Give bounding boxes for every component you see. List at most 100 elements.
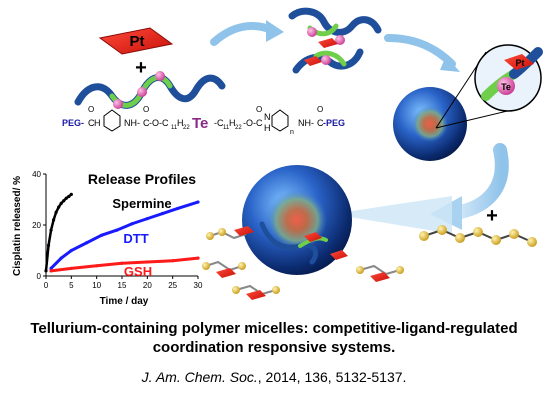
formula-o-top-far-right: O — [317, 105, 323, 114]
x-tick-label: 30 — [194, 281, 203, 290]
te-site — [113, 99, 123, 109]
complex-pt — [216, 268, 236, 278]
complex-atom — [218, 228, 226, 236]
complex-atom — [206, 232, 214, 240]
data-point-dtt — [49, 266, 53, 270]
ligand-atom — [455, 233, 465, 243]
micelle-small — [393, 87, 467, 161]
formula-sub-11-right: 11 — [223, 125, 230, 131]
ligand-atom — [437, 225, 447, 235]
formula-o-left: O — [88, 105, 94, 114]
complex-chain — [359, 264, 401, 276]
x-tick-label: 10 — [92, 281, 101, 290]
data-point-gsh — [171, 259, 175, 263]
y-tick-label: 40 — [32, 170, 41, 179]
complex-atom — [232, 286, 240, 294]
x-tick-label: 15 — [118, 281, 127, 290]
data-point-spermine — [64, 196, 68, 200]
micelle-core — [412, 106, 448, 142]
data-point-gsh — [69, 266, 73, 270]
formula-sub-22-left: 22 — [183, 125, 190, 131]
y-tick-label: 0 — [37, 272, 42, 281]
data-point-spermine — [44, 269, 48, 273]
x-tick-label: 25 — [168, 281, 177, 290]
formula-o-top-right: O — [256, 105, 262, 114]
complex-atom — [272, 286, 280, 294]
y-tick-label: 20 — [32, 221, 41, 230]
data-point-dtt — [196, 200, 200, 204]
te-site — [321, 55, 331, 65]
data-point-dtt — [145, 217, 149, 221]
chart-title: Release Profiles — [88, 171, 196, 187]
formula-c-right: C — [317, 118, 324, 128]
complex-atom — [396, 266, 404, 274]
formula-sub-22-right: 22 — [235, 125, 242, 131]
chart-y-label: Cisplatin released/ % — [12, 176, 23, 276]
formula-c-chain-right: -C — [214, 118, 224, 128]
series-label-dtt: DTT — [123, 231, 148, 246]
data-point-spermine — [67, 194, 71, 199]
ligand-atom — [491, 235, 501, 245]
data-point-dtt — [115, 228, 119, 232]
complex-pt — [370, 272, 390, 282]
chain-segment — [313, 50, 347, 67]
data-point-dtt — [160, 211, 165, 216]
formula-o-right: -O- — [243, 118, 256, 128]
chain-upper — [288, 7, 382, 36]
citation-line: J. Am. Chem. Soc., 2014, 136, 5132-5137. — [0, 368, 548, 386]
coordinated-chains — [288, 7, 382, 74]
pt-label: Pt — [130, 33, 145, 50]
pt-reagent: Pt — [98, 27, 174, 55]
formula-h22-right: H — [229, 118, 236, 128]
formula-c-mid-right: C — [256, 118, 263, 128]
citation-details: , 2014, 136, 5132-5137. — [257, 369, 407, 385]
te-site — [335, 35, 345, 45]
data-point-dtt — [100, 233, 104, 237]
formula-nh-left: NH- — [124, 118, 140, 128]
formula-o-chain-left: -O-C — [149, 118, 169, 128]
data-point-gsh — [120, 261, 124, 265]
data-point-dtt — [69, 248, 73, 253]
data-point-spermine — [46, 243, 51, 247]
release-arrow-curve — [453, 143, 509, 219]
pt-crosslink — [318, 38, 338, 48]
x-tick-label: 5 — [69, 281, 74, 290]
ligand-atom — [527, 237, 537, 247]
pt-crosslink — [304, 56, 322, 66]
complex-atom — [202, 262, 210, 270]
release-arrow-body — [332, 196, 452, 234]
data-point-dtt — [59, 256, 63, 260]
series-label-spermine: Spermine — [112, 196, 171, 211]
released-pt — [330, 250, 348, 260]
complex-pt — [234, 226, 254, 236]
te-site — [307, 27, 317, 37]
data-point-dtt — [84, 241, 89, 245]
caption-line-2: coordination responsive systems. — [152, 339, 396, 356]
chart-x-label: Time / day — [100, 296, 149, 307]
release-chart: Release Profiles Cisplatin released/ % T… — [12, 170, 203, 307]
data-point-spermine — [59, 201, 63, 205]
formula-o-top-left: O — [143, 105, 149, 114]
ligand-atom — [473, 227, 483, 237]
formula-n-sub: n — [290, 129, 294, 136]
series-label-gsh: GSH — [124, 264, 152, 279]
journal-name: J. Am. Chem. Soc. — [141, 369, 258, 385]
formula-nh-right: NH- — [298, 118, 314, 128]
data-point-spermine — [52, 218, 56, 222]
complex-pt — [246, 290, 266, 300]
formula-h-left: H — [94, 118, 101, 128]
caption-line-1: Tellurium-containing polymer micelles: c… — [30, 320, 518, 337]
formula-peg-left: PEG- — [62, 118, 84, 128]
x-tick-label: 0 — [44, 281, 49, 290]
data-point-gsh — [95, 264, 99, 268]
arrow-head — [440, 56, 460, 72]
chart-series — [44, 192, 200, 273]
assembly-arrow-1 — [210, 22, 276, 46]
pt-diamond-shape — [98, 27, 174, 55]
data-point-dtt — [130, 222, 134, 226]
complex-chain — [205, 260, 243, 272]
formula-h22-left: H — [177, 118, 184, 128]
formula-c-mid-left: C — [143, 118, 150, 128]
zoom-inset: Pt Te — [474, 44, 543, 112]
